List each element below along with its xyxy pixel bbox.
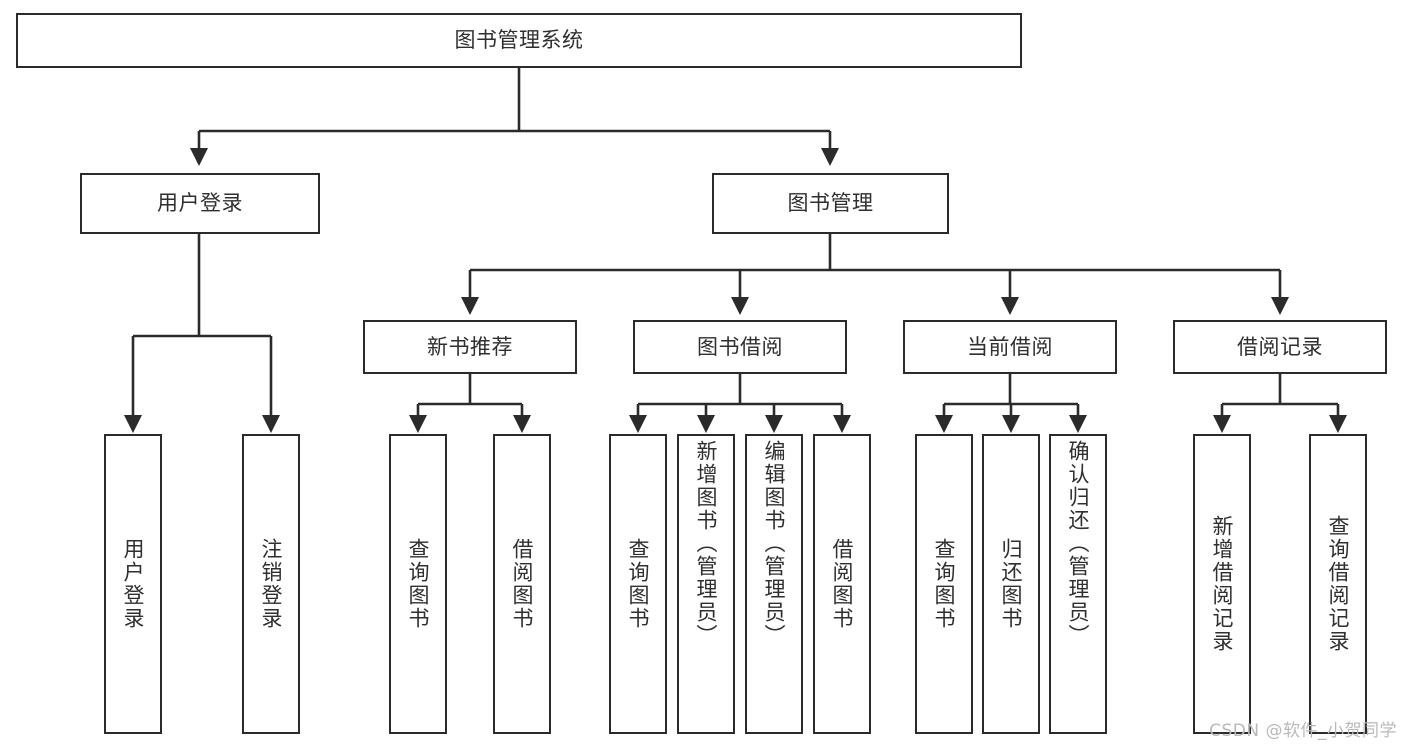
node-label: 查询图书 [406,538,431,630]
node-label: 新书推荐 [427,334,513,359]
node-book-management[interactable]: 图书管理 [712,173,949,234]
node-label: 查询图书 [932,538,957,630]
node-borrow-record[interactable]: 借阅记录 [1173,320,1387,374]
node-user-login[interactable]: 用户登录 [80,173,320,234]
node-label: 编辑图书（管理员） [762,440,787,647]
leaf-confirm-return-admin[interactable]: 确认归还（管理员） [1049,434,1107,734]
node-label: 归还图书 [999,538,1024,630]
node-label: 新增借阅记录 [1210,515,1235,653]
leaf-borrow-book-recommend[interactable]: 借阅图书 [493,434,551,734]
node-label: 查询图书 [626,538,651,630]
node-book-borrow[interactable]: 图书借阅 [633,320,847,374]
node-label: 借阅记录 [1237,334,1323,359]
leaf-query-book-recommend[interactable]: 查询图书 [389,434,447,734]
node-label: 注销登录 [259,538,284,630]
node-label: 借阅图书 [510,538,535,630]
node-label: 当前借阅 [967,334,1053,359]
node-label: 借阅图书 [830,538,855,630]
leaf-user-login[interactable]: 用户登录 [104,434,162,734]
node-root-system[interactable]: 图书管理系统 [16,13,1022,68]
leaf-return-book[interactable]: 归还图书 [982,434,1040,734]
leaf-query-borrow-record[interactable]: 查询借阅记录 [1309,434,1367,734]
leaf-query-book-current[interactable]: 查询图书 [915,434,973,734]
node-current-borrow[interactable]: 当前借阅 [903,320,1117,374]
node-label: 图书管理系统 [454,28,584,53]
csdn-watermark: CSDN @软件_小贺同学 [1209,721,1397,741]
leaf-logout[interactable]: 注销登录 [242,434,300,734]
node-label: 新增图书（管理员） [694,440,719,647]
node-label: 查询借阅记录 [1326,515,1351,653]
node-label: 图书借阅 [697,334,783,359]
leaf-add-borrow-record[interactable]: 新增借阅记录 [1193,434,1251,734]
node-label: 用户登录 [121,538,146,630]
node-label: 用户登录 [157,191,243,216]
leaf-query-book-borrow[interactable]: 查询图书 [609,434,667,734]
node-label: 图书管理 [787,191,874,216]
leaf-add-book-admin[interactable]: 新增图书（管理员） [677,434,735,734]
node-label: 确认归还（管理员） [1066,440,1091,647]
leaf-edit-book-admin[interactable]: 编辑图书（管理员） [745,434,803,734]
leaf-borrow-book[interactable]: 借阅图书 [813,434,871,734]
node-new-book-recommend[interactable]: 新书推荐 [363,320,577,374]
